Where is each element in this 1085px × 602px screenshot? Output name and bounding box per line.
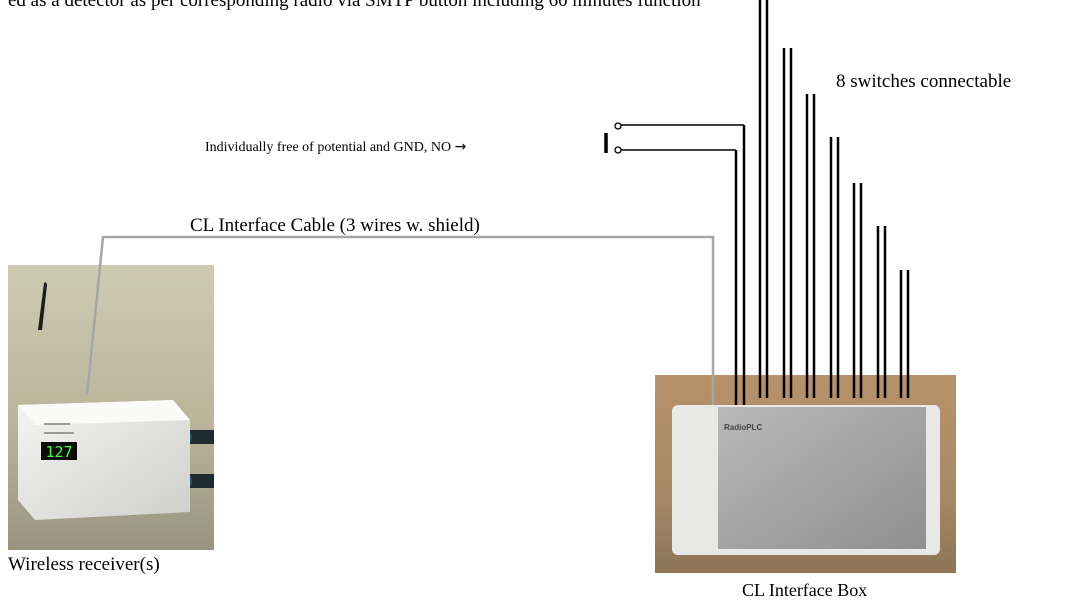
switch-contact-top-icon [614, 122, 622, 130]
antenna-icon [38, 282, 47, 330]
receiver-display-value: 127 [45, 443, 72, 461]
switch-wires [734, 0, 910, 405]
switches-connectable-label: 8 switches connectable [836, 71, 1012, 92]
interface-box-label: CL Interface Box [742, 580, 868, 600]
arrow-right-icon: → [454, 139, 467, 155]
switch-contact-bottom-icon [614, 146, 622, 154]
wireless-receiver-label: Wireless receiver(s) [8, 554, 160, 575]
interface-box-photo: RadioPLC [655, 375, 956, 573]
interface-cable-label: CL Interface Cable (3 wires w. shield) [190, 215, 480, 236]
potential-free-label: Individually free of potential and GND, … [205, 140, 466, 155]
potential-free-text: Individually free of potential and GND, … [205, 140, 452, 155]
box-brand: RadioPLC [724, 423, 762, 432]
interface-cable [85, 235, 715, 405]
receiver-body [18, 400, 190, 520]
box-panel [718, 407, 926, 549]
receiver-photo: 127 [8, 265, 214, 550]
switch-symbol [604, 122, 744, 154]
receiver-display [41, 442, 77, 460]
top-caption-text: ed as a detector as per corresponding ra… [8, 0, 701, 11]
